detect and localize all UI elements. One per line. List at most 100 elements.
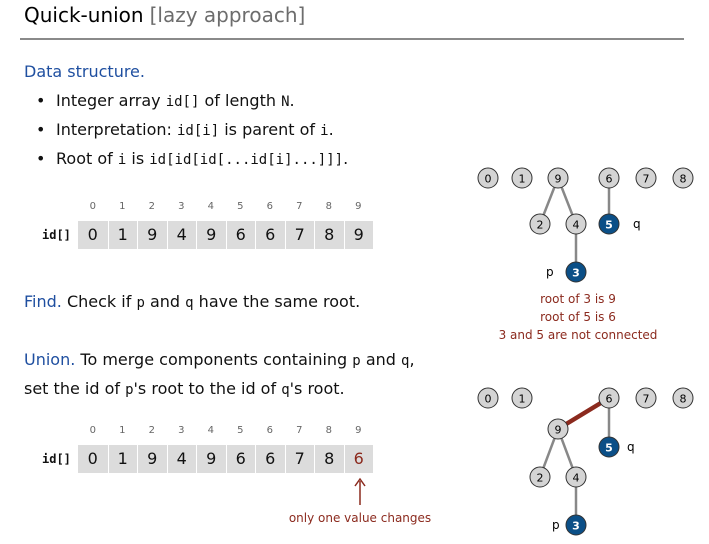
node-2: 2 xyxy=(529,466,551,488)
array-cell: 9 xyxy=(137,445,167,473)
node-4: 4 xyxy=(565,213,587,235)
node-9: 9 xyxy=(547,418,569,440)
forest-after-union: 0 1 6 7 8 9 5 2 4 3 q p xyxy=(477,387,694,536)
array-cell: 0 xyxy=(87,449,98,468)
svg-text:9: 9 xyxy=(555,424,562,437)
node-5-highlight: 5 xyxy=(598,436,620,458)
svg-text:6: 6 xyxy=(606,393,613,406)
union-text: set the id of xyxy=(24,379,126,398)
find-note-2: root of 5 is 6 xyxy=(540,310,616,324)
array-cell: 8 xyxy=(314,221,344,249)
array-cell: 8 xyxy=(314,445,344,473)
array-index: 4 xyxy=(207,201,214,212)
array-index: 0 xyxy=(89,425,96,436)
array-index: 8 xyxy=(325,201,332,212)
find-q: q xyxy=(185,295,194,311)
svg-text:3: 3 xyxy=(572,520,580,533)
label-p: p xyxy=(546,265,554,279)
data-structure-bullets: •Integer array id[] of length N. •Interp… xyxy=(36,90,348,177)
union-q: q xyxy=(281,382,290,398)
svg-text:1: 1 xyxy=(519,393,526,406)
node-0: 0 xyxy=(477,387,499,409)
array-index: 0 xyxy=(89,201,96,212)
array-index: 1 xyxy=(119,425,126,436)
node-8: 8 xyxy=(672,167,694,189)
array-label: id[] xyxy=(42,452,71,466)
array-index: 5 xyxy=(237,425,244,436)
union-description-line1: Union. To merge components containing p … xyxy=(24,350,415,369)
bullet-text: is xyxy=(126,149,150,168)
array-cell: 7 xyxy=(284,221,315,249)
array-cell: 0 xyxy=(87,225,98,244)
union-p: p xyxy=(352,353,361,369)
svg-text:8: 8 xyxy=(680,393,687,406)
find-text: have the same root. xyxy=(193,292,361,311)
array-cell: 1 xyxy=(107,221,138,249)
svg-text:7: 7 xyxy=(643,173,650,186)
array-cell: 6 xyxy=(225,221,256,249)
array-cell: 9 xyxy=(137,221,167,249)
array-index: 2 xyxy=(148,425,155,436)
bullet-dot-icon: • xyxy=(36,91,46,110)
union-text: 's root. xyxy=(289,379,345,398)
svg-text:3: 3 xyxy=(572,267,580,280)
node-6: 6 xyxy=(598,387,620,409)
bullet-text: Integer array xyxy=(56,91,166,110)
title-subtitle: [lazy approach] xyxy=(149,3,306,27)
bullet-text: . xyxy=(289,91,295,110)
array-index: 5 xyxy=(237,201,244,212)
array-cell: 6 xyxy=(343,445,374,473)
array-cell: 1 xyxy=(107,445,138,473)
node-9: 9 xyxy=(547,167,569,189)
array-index: 7 xyxy=(296,201,303,212)
array-index: 1 xyxy=(119,201,126,212)
node-7: 7 xyxy=(635,167,657,189)
bullet-interpretation: •Interpretation: id[i] is parent of i. xyxy=(36,119,348,148)
union-text: To merge components containing xyxy=(75,350,353,369)
svg-text:2: 2 xyxy=(537,219,544,232)
union-p: p xyxy=(125,382,134,398)
svg-text:2: 2 xyxy=(537,472,544,485)
array-index: 3 xyxy=(178,201,185,212)
bullet-code: id[] xyxy=(165,94,200,110)
array-index: 3 xyxy=(178,425,185,436)
array-cell: 9 xyxy=(343,221,374,249)
array-cell: 9 xyxy=(196,221,226,249)
bullet-text: Root of xyxy=(56,149,118,168)
bullet-code: N xyxy=(281,94,290,110)
svg-text:1: 1 xyxy=(519,173,526,186)
union-q: q xyxy=(401,353,410,369)
array-index: 7 xyxy=(296,425,303,436)
bullet-dot-icon: • xyxy=(36,120,46,139)
node-3-highlight: 3 xyxy=(565,514,587,536)
bullet-dot-icon: • xyxy=(36,149,46,168)
node-2: 2 xyxy=(529,213,551,235)
bullet-code: i xyxy=(320,123,329,139)
array-index: 8 xyxy=(325,425,332,436)
node-4: 4 xyxy=(565,466,587,488)
find-p: p xyxy=(136,295,145,311)
bullet-text: is parent of xyxy=(219,120,321,139)
svg-text:5: 5 xyxy=(605,219,613,232)
label-p: p xyxy=(552,518,560,532)
title-text: Quick-union xyxy=(24,3,144,27)
array-label: id[] xyxy=(42,228,71,242)
svg-text:5: 5 xyxy=(605,442,613,455)
node-5-highlight: 5 xyxy=(598,213,620,235)
node-0: 0 xyxy=(477,167,499,189)
node-7: 7 xyxy=(635,387,657,409)
find-text: and xyxy=(144,292,186,311)
array-cell: 6 xyxy=(255,221,285,249)
find-heading: Find. xyxy=(24,292,62,311)
array-cell: 9 xyxy=(196,445,226,473)
node-8: 8 xyxy=(672,387,694,409)
array-cell: 6 xyxy=(225,445,256,473)
union-description-line2: set the id of p's root to the id of q's … xyxy=(24,379,345,398)
find-description: Find. Check if p and q have the same roo… xyxy=(24,292,360,311)
data-structure-heading: Data structure. xyxy=(24,62,145,81)
slide-title: Quick-union[lazy approach] xyxy=(24,3,305,27)
title-divider xyxy=(20,38,684,40)
find-text: Check if xyxy=(61,292,137,311)
